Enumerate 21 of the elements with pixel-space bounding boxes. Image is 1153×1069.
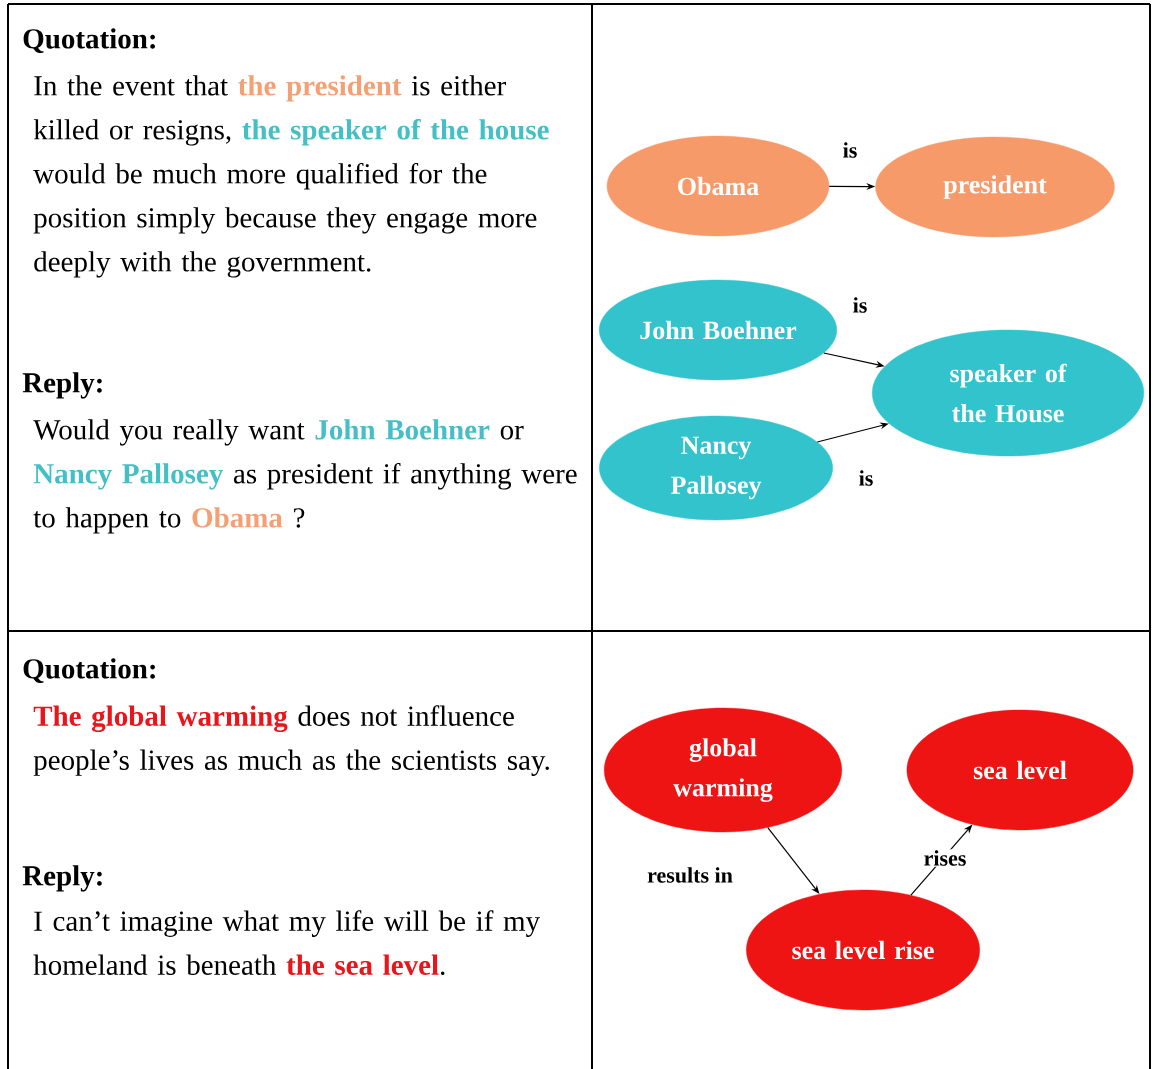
paragraph: I can’t imagine what my life will be if my homeland is beneath the sea level. xyxy=(33,910,540,976)
edge-label: is xyxy=(857,469,875,487)
edge-label: is xyxy=(851,296,869,314)
edge-label: rises xyxy=(922,849,968,867)
ellipse-node: Obama xyxy=(606,135,830,237)
section-heading: Quotation: xyxy=(23,28,155,54)
edge-label: is xyxy=(841,141,859,159)
section-heading: Quotation: xyxy=(23,658,155,684)
ellipse-node: Nancy Pallosey xyxy=(599,415,833,521)
ellipse-node: president xyxy=(875,136,1115,238)
paragraph: The global warming does not influence people’s lives as much as the scientists say. xyxy=(33,705,549,776)
edge-label: results in xyxy=(646,866,734,884)
ellipse-node: speaker of the House xyxy=(872,329,1144,457)
paragraph: In the event that the president is either killed or resigns, the speaker of the house would be much more qualified for the position simply because they engage more deeply with the government. xyxy=(33,75,549,278)
ellipse-node: global warming xyxy=(604,707,842,833)
ellipse-node: John Boehner xyxy=(599,279,837,381)
section-heading: Reply: xyxy=(22,865,102,892)
ellipse-node: sea level xyxy=(906,709,1134,831)
ellipse-node: sea level rise xyxy=(746,889,980,1011)
paragraph: Would you really want John Boehner or Nancy Pallosey as president if anything were to happen to Obama ? xyxy=(33,419,577,534)
section-heading: Reply: xyxy=(22,372,102,399)
